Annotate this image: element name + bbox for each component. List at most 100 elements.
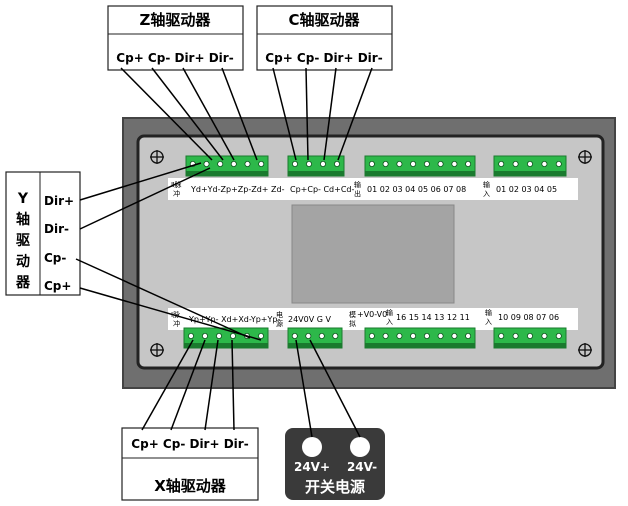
wire	[323, 67, 337, 161]
terminal-pin	[541, 160, 548, 167]
terminal-pin	[230, 160, 237, 167]
wire	[79, 162, 202, 201]
terminal-pin	[527, 332, 534, 339]
x-driver-box: Cp+ Cp- Dir+ Dir- X轴驱动器	[121, 427, 259, 501]
wire	[337, 67, 373, 161]
screw-icon	[578, 150, 592, 164]
terminal-pin	[368, 332, 375, 339]
pulse1-label: 冲	[173, 319, 180, 328]
terminal-pin	[423, 160, 430, 167]
terminal-pin	[498, 160, 505, 167]
terminal-block-power	[287, 327, 343, 349]
terminal-block-c	[287, 155, 345, 177]
output-label: 出	[354, 189, 361, 198]
terminal-pin	[382, 160, 389, 167]
terminal-pin	[305, 160, 312, 167]
terminal-pin	[396, 332, 403, 339]
wire	[182, 67, 235, 161]
terminal-block-input2	[493, 327, 567, 349]
terminal-block-pulse2	[185, 155, 269, 177]
terminal-24v-pos	[302, 437, 322, 457]
y-driver-pin: Cp-	[44, 251, 66, 265]
pulse2-label: 冲	[173, 189, 180, 198]
power-pin-labels: 24V0V G V	[288, 315, 332, 324]
wire	[170, 339, 206, 431]
terminal-pin	[437, 332, 444, 339]
y-driver-pin: Cp+	[44, 279, 71, 293]
input-label: 输	[483, 180, 490, 189]
screw-icon	[150, 150, 164, 164]
z-driver-box: Z轴驱动器 Cp+ Cp- Dir+ Dir-	[107, 5, 244, 71]
terminal-pin	[291, 332, 298, 339]
analog-pin-labels: +V0-V0	[357, 310, 387, 319]
y-driver-pin: Dir+	[44, 194, 74, 208]
screw-icon	[578, 343, 592, 357]
wire	[295, 339, 313, 438]
terminal-24v-neg	[350, 437, 370, 457]
terminal-pin	[512, 160, 519, 167]
wire	[221, 67, 258, 161]
input2-pin-labels: 10 09 08 07 06	[498, 313, 559, 322]
pulse1-label: Ⅰ脉	[171, 310, 180, 319]
terminal-pin	[258, 160, 265, 167]
terminal-pin	[257, 332, 264, 339]
c-driver-pins: Cp+ Cp- Dir+ Dir-	[265, 51, 382, 65]
terminal-pin	[319, 160, 326, 167]
terminal-pin	[555, 160, 562, 167]
z-driver-pins: Cp+ Cp- Dir+ Dir-	[116, 51, 233, 65]
wire	[309, 339, 361, 438]
terminal-pin	[423, 332, 430, 339]
wire	[120, 67, 213, 161]
terminal-pin	[203, 160, 210, 167]
input-label: 入	[483, 190, 490, 198]
power-title: 开关电源	[305, 478, 365, 496]
c-driver-box: C轴驱动器 Cp+ Cp- Dir+ Dir-	[256, 5, 393, 71]
terminal-pin	[437, 160, 444, 167]
terminal-pin	[410, 160, 417, 167]
y-driver-title: 轴	[16, 211, 30, 228]
terminal-pin	[541, 332, 548, 339]
power-pos-label: 24V+	[294, 460, 330, 474]
analog-label: 模	[349, 310, 356, 319]
power-supply-box: 24V+ 24V- 开关电源	[285, 428, 385, 500]
wire	[79, 167, 211, 230]
terminal-pin	[465, 332, 472, 339]
wire	[141, 339, 194, 431]
terminal-pin	[498, 332, 505, 339]
controller-panel: Ⅱ脉 冲 Yd+Yd-Zp+Zp-Zd+ Zd- Cp+Cp- Cd+Cd- 输…	[122, 117, 616, 389]
terminal-pin	[382, 332, 389, 339]
terminal-pin	[215, 332, 222, 339]
output-pin-labels: 01 02 03 04 05 06 07 08	[367, 185, 466, 194]
y-driver-pin: Dir-	[44, 222, 69, 236]
wire	[204, 339, 219, 431]
screw-icon	[150, 343, 164, 357]
power-neg-label: 24V-	[347, 460, 377, 474]
bottom-label-strip	[168, 308, 578, 330]
terminal-pin	[187, 332, 194, 339]
wire	[272, 67, 297, 161]
z-driver-title: Z轴驱动器	[140, 11, 212, 29]
terminal-pin	[229, 332, 236, 339]
terminal-pin	[396, 160, 403, 167]
y-driver-title: Y	[17, 191, 29, 207]
display-screen	[291, 204, 455, 304]
power-label: 源	[276, 319, 283, 328]
terminal-pin	[451, 160, 458, 167]
input1-pin-labels: 16 15 14 13 12 11	[396, 313, 470, 322]
wire	[79, 287, 262, 341]
pulse1-pin-labels: Yp+Yp- Xd+Xd-Yp+Yp-	[188, 315, 280, 324]
terminal-pin	[305, 332, 312, 339]
wire	[231, 339, 235, 431]
terminal-block-output	[364, 155, 476, 177]
y-driver-title: 动	[16, 253, 30, 270]
wires	[75, 67, 373, 438]
x-driver-pins: Cp+ Cp- Dir+ Dir-	[131, 437, 248, 451]
terminal-pin	[465, 160, 472, 167]
y-driver-box: Y 轴 驱 动 器 Dir+ Dir- Cp- Cp+	[5, 171, 81, 296]
terminal-pin	[318, 332, 325, 339]
c-pin-labels: Cp+Cp- Cd+Cd-	[290, 185, 354, 194]
terminal-block-input1	[364, 327, 476, 349]
input1-label: 输	[386, 308, 393, 317]
wire	[151, 67, 224, 161]
y-driver-title: 器	[15, 275, 31, 291]
